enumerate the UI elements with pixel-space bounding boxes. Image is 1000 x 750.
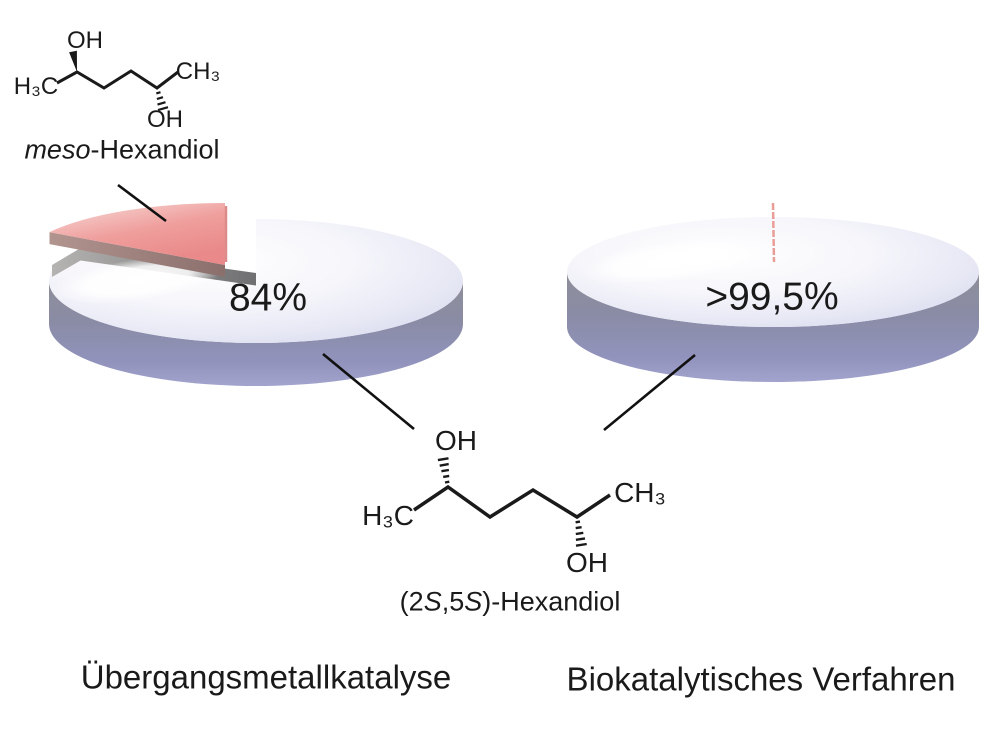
ss-carbon-chain	[413, 484, 611, 520]
ss-name-p4-italic: S	[464, 586, 483, 617]
ss-name-p3: ,5	[441, 586, 465, 617]
left-pie-caption: Übergangsmetallkatalyse	[80, 658, 452, 696]
left-pie-side-wall	[49, 281, 463, 386]
ss-oh-top-label: OH	[435, 425, 477, 456]
exploded-slice-top	[49, 203, 225, 265]
left-pie	[48, 219, 463, 386]
right-pie-caption: Biokatalytisches Verfahren	[566, 660, 956, 698]
meso-hash-bond	[155, 91, 169, 112]
ss-hash-bond-top	[437, 457, 450, 484]
ss-name-p1: (2	[399, 586, 424, 617]
leader-line-meso-to-slice	[117, 183, 167, 223]
meso-name-italic-part: meso	[24, 134, 91, 165]
ss-compound-name: (2S,5S)-Hexandiol	[399, 586, 621, 617]
ss-structure	[413, 457, 611, 547]
leader-line-left-pie-to-product	[322, 352, 415, 431]
exploded-slice-side-wall	[49, 232, 225, 277]
meso-structure	[56, 50, 179, 112]
left-pie-value-label: 84%	[228, 276, 308, 320]
ss-oh-bottom-label: OH	[566, 547, 608, 578]
leader-line-right-pie-to-product	[603, 353, 696, 432]
right-pie-value-label: >99,5%	[705, 275, 839, 319]
right-pie-red-sliver	[771, 202, 776, 263]
meso-wedge-bond	[69, 50, 77, 72]
ss-hash-bond-bottom	[575, 520, 587, 547]
right-pie	[567, 202, 979, 382]
left-pie-exploded-slice	[49, 203, 228, 277]
meso-oh-top-label: OH	[67, 27, 103, 54]
ss-name-p5: )-Hexandiol	[482, 586, 621, 617]
right-pie-highlight	[580, 239, 756, 285]
meso-oh-bottom-label: OH	[147, 106, 183, 133]
meso-name-rest-part: -Hexandiol	[90, 134, 220, 165]
ss-methyl-right-label: CH₃	[614, 477, 666, 508]
meso-methyl-right-label: CH₃	[175, 58, 221, 85]
meso-carbon-chain	[56, 69, 179, 90]
meso-compound-name: meso-Hexandiol	[24, 134, 220, 165]
ss-methyl-left-label: H₃C	[362, 500, 414, 531]
ss-name-p2-italic: S	[423, 586, 442, 617]
meso-methyl-left-label: H₃C	[13, 73, 59, 100]
